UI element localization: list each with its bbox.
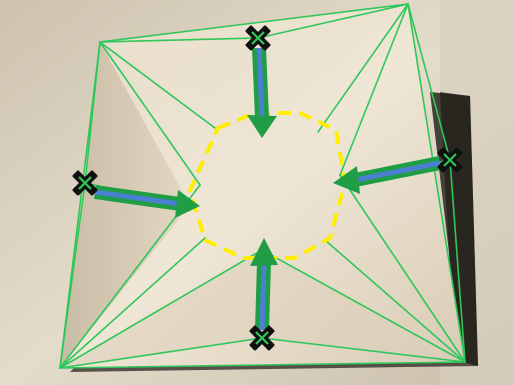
origami-photo bbox=[0, 0, 514, 385]
